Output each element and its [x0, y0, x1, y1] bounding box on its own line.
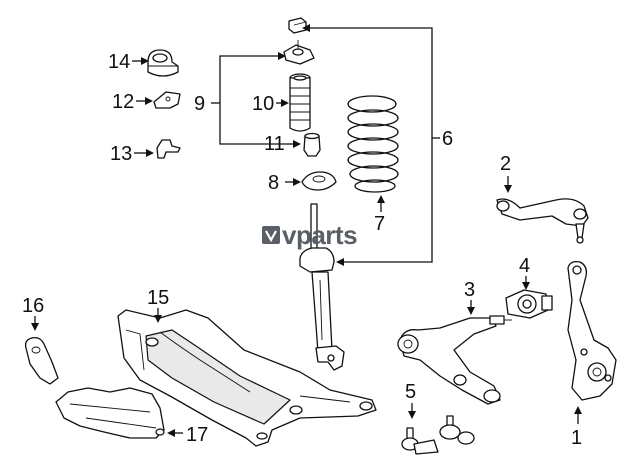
- part-13-clip[interactable]: [156, 139, 181, 159]
- watermark-badge-icon: [262, 226, 280, 244]
- callout-2: 2: [500, 153, 511, 175]
- part-16-shield[interactable]: [24, 336, 59, 385]
- callout-11: 11: [264, 133, 285, 155]
- watermark-check-icon: [265, 230, 277, 243]
- part-5-ball-joint-b[interactable]: [439, 415, 475, 445]
- callout-16: 16: [22, 295, 44, 317]
- arrow-8: [293, 178, 301, 186]
- part-4-bushing[interactable]: [505, 289, 553, 319]
- arrow-15: [154, 315, 162, 323]
- part-11-bump-stop[interactable]: [303, 132, 321, 157]
- watermark-text: vparts: [282, 220, 357, 250]
- arrow-11: [293, 140, 301, 148]
- arrow-7: [377, 195, 385, 203]
- arrow-12: [145, 97, 153, 105]
- part-12-bracket[interactable]: [153, 91, 181, 109]
- part-17-splash-shield[interactable]: [55, 387, 165, 439]
- callout-8: 8: [268, 172, 279, 194]
- arrow-6-top: [302, 24, 310, 32]
- arrow-5: [408, 411, 416, 419]
- callout-1: 1: [571, 427, 582, 449]
- strut-shock-absorber[interactable]: [299, 203, 345, 371]
- arrow-13: [146, 149, 154, 157]
- arrow-6-bottom: [336, 258, 344, 266]
- callout-9: 9: [194, 93, 205, 115]
- upper-mount-plate[interactable]: [283, 40, 315, 65]
- arrow-1: [574, 406, 582, 414]
- callout-14: 14: [108, 51, 130, 73]
- arrow-9-top: [278, 52, 286, 60]
- callout-7: 7: [374, 213, 385, 235]
- callout-10: 10: [252, 93, 274, 115]
- callout-6: 6: [442, 128, 453, 150]
- arrow-3: [467, 307, 475, 315]
- arrow-16: [31, 323, 39, 331]
- part-14-cap[interactable]: [147, 49, 179, 77]
- callout-12: 12: [112, 91, 134, 113]
- arrow-14: [141, 57, 149, 65]
- arrow-2: [504, 185, 512, 193]
- part-8-spring-seat[interactable]: [301, 171, 337, 191]
- callout-13: 13: [110, 143, 132, 165]
- part-2-upper-arm[interactable]: [496, 198, 589, 244]
- arrow-4: [522, 282, 530, 290]
- part-7-coil-spring[interactable]: [347, 95, 399, 193]
- leader-6: [306, 27, 433, 263]
- callout-3: 3: [464, 279, 475, 301]
- watermark-logo: vparts: [262, 220, 358, 250]
- part-10-dust-boot[interactable]: [289, 73, 311, 132]
- leader-9: [219, 55, 288, 145]
- part-15-crossmember[interactable]: [117, 309, 377, 447]
- arrow-17: [167, 429, 175, 437]
- callout-15: 15: [147, 287, 169, 309]
- part-3-lower-arm[interactable]: [397, 315, 512, 405]
- callout-17: 17: [186, 424, 208, 446]
- strut-mount-nut[interactable]: [288, 17, 307, 34]
- arrow-10: [281, 99, 289, 107]
- part-5-ball-joint-a[interactable]: [401, 427, 439, 455]
- callout-5: 5: [405, 381, 416, 403]
- part-1-knuckle[interactable]: [567, 260, 617, 401]
- callout-4: 4: [519, 255, 530, 277]
